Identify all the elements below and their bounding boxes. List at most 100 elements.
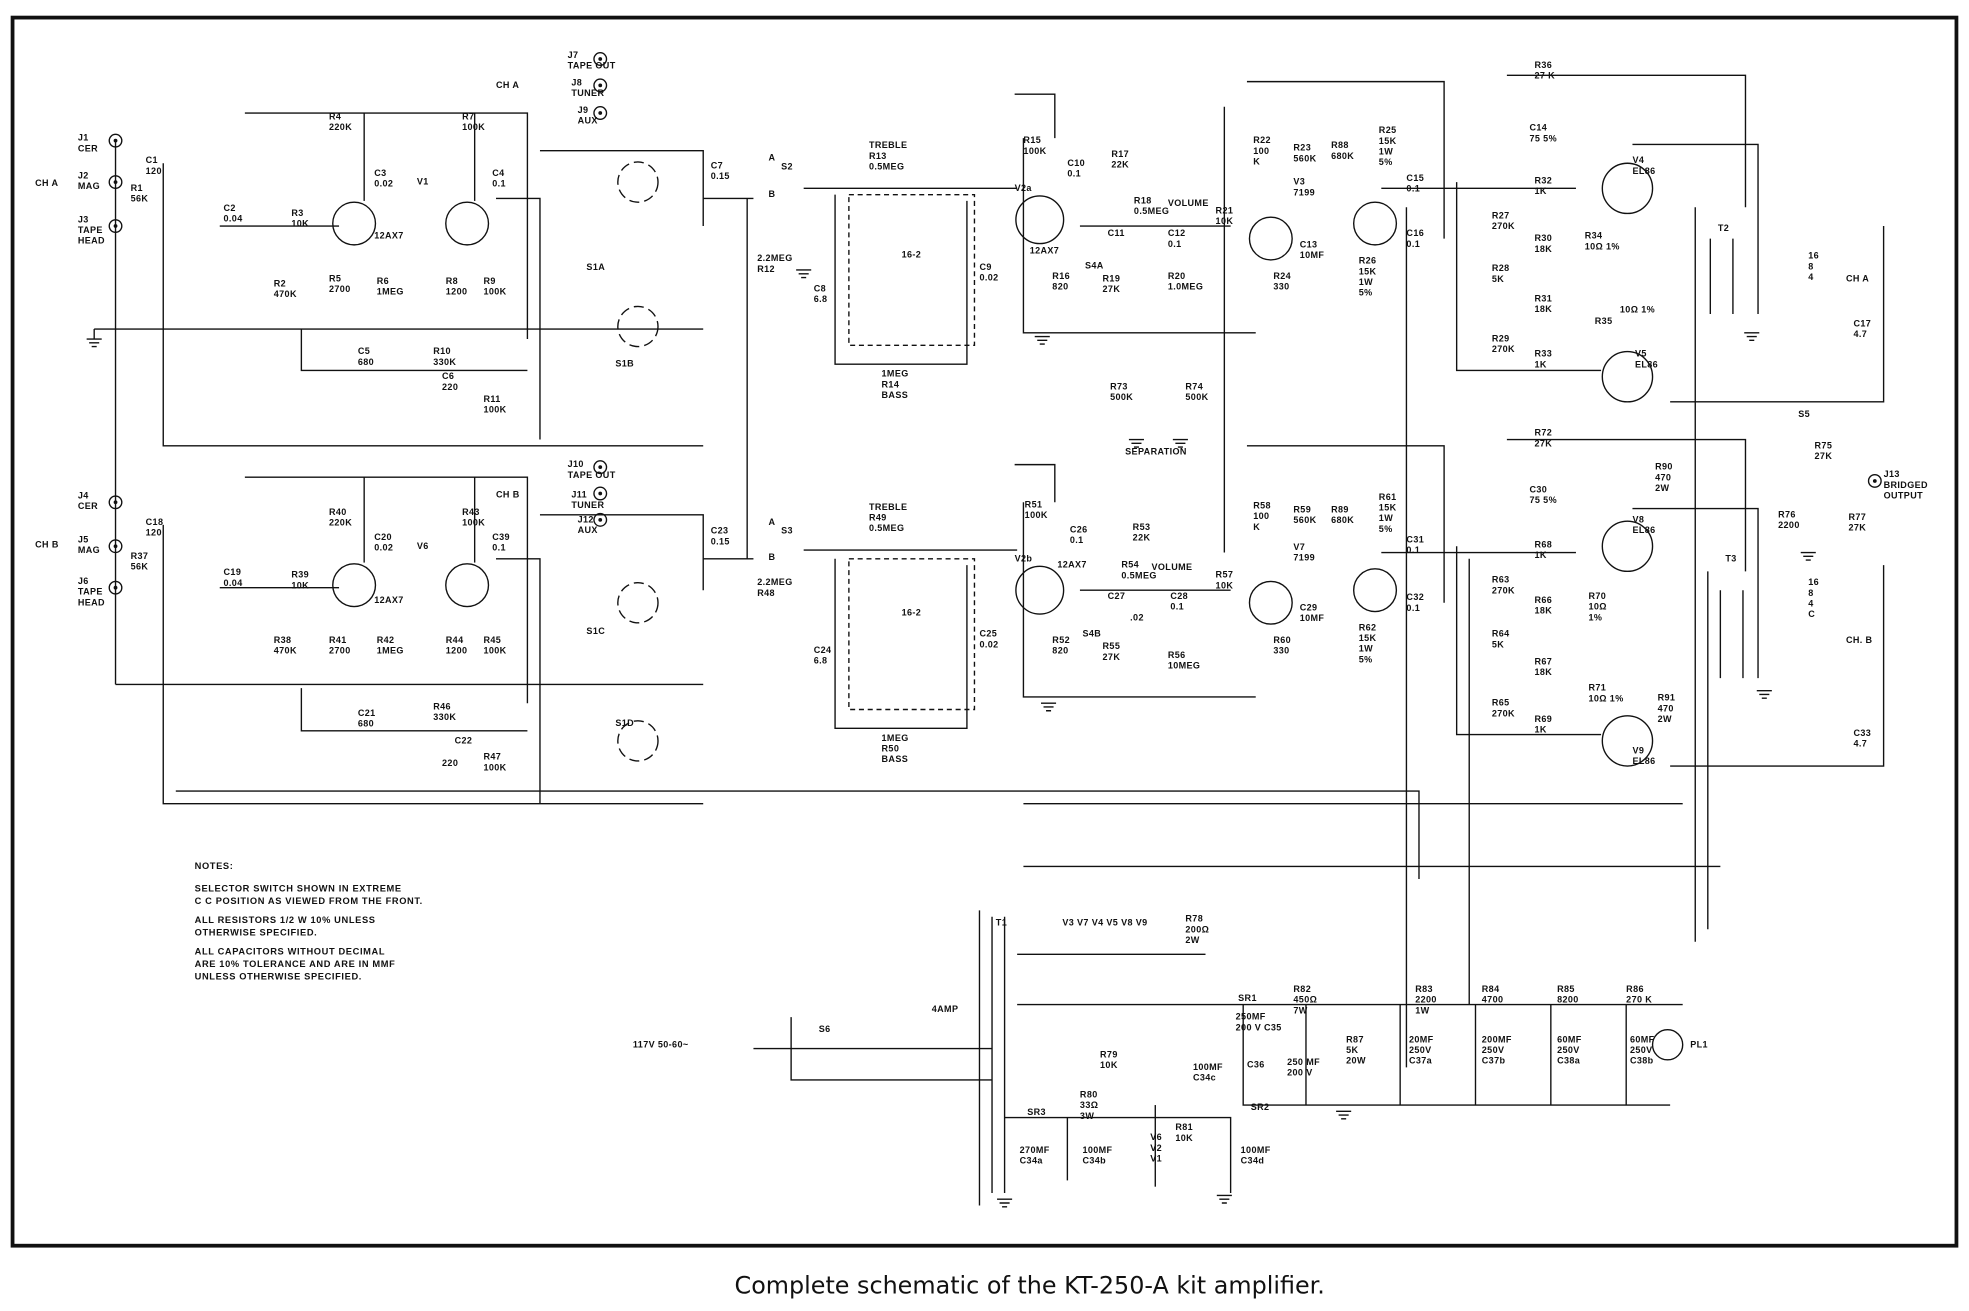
component-label-t3: T3 xyxy=(1725,553,1736,563)
transformer-icon xyxy=(1709,238,1734,314)
wire xyxy=(539,150,704,227)
vacuum-tube-icon xyxy=(1601,520,1654,573)
jack-icon xyxy=(1867,473,1882,488)
component-label-v2a: V2a xyxy=(1015,183,1033,193)
component-symbols xyxy=(86,52,1882,1208)
selector-switch-icon xyxy=(617,720,659,762)
component-label-r35: R35 xyxy=(1595,316,1613,326)
wire xyxy=(496,558,541,804)
jack-icon xyxy=(593,460,608,475)
component-label-a: A xyxy=(769,517,776,527)
note-line: ARE 10% TOLERANCE AND ARE IN MMF xyxy=(195,959,396,969)
wire xyxy=(244,476,529,704)
vacuum-tube-icon xyxy=(1352,201,1398,246)
wire xyxy=(834,194,968,365)
wire xyxy=(1632,143,1759,314)
component-label-volume: VOLUME xyxy=(1152,562,1193,572)
wire xyxy=(1632,507,1759,679)
component-label-220: 220 xyxy=(442,758,458,768)
note-line: OTHERWISE SPECIFIED. xyxy=(195,928,318,938)
wire xyxy=(790,1017,993,1081)
jack-center xyxy=(598,111,603,115)
jack-icon xyxy=(108,539,123,554)
jack-icon xyxy=(108,495,123,510)
jack-icon xyxy=(593,486,608,501)
vacuum-tube-icon xyxy=(1248,216,1293,261)
wire xyxy=(1670,226,1885,403)
jack-icon xyxy=(108,580,123,595)
pilot-lamp-icon xyxy=(1651,1029,1684,1061)
component-label-sr1: SR1 xyxy=(1238,993,1257,1003)
vacuum-tube-icon xyxy=(1601,162,1654,215)
wire xyxy=(1506,438,1747,572)
component-label-c22: C22 xyxy=(455,735,473,745)
component-label-v1: V1 xyxy=(417,177,429,187)
selector-switch-icon xyxy=(617,305,659,348)
component-label-s1d: S1D xyxy=(615,718,634,728)
jack-center xyxy=(598,517,603,522)
wire xyxy=(1455,546,1602,736)
ground-icon xyxy=(1756,689,1772,699)
jack-icon xyxy=(108,219,123,234)
wire xyxy=(1246,445,1445,603)
jack-center xyxy=(113,180,118,184)
ground-icon xyxy=(997,1198,1013,1208)
jack-center xyxy=(598,57,603,61)
note-line: ALL RESISTORS 1/2 W 10% UNLESS xyxy=(195,915,376,925)
component-label-s3: S3 xyxy=(781,526,793,536)
ground-icon xyxy=(1034,335,1050,345)
wire xyxy=(175,790,1420,880)
component-label-b: B xyxy=(769,552,776,562)
component-label-s1c: S1C xyxy=(586,626,605,636)
component-label--02: .02 xyxy=(1130,612,1144,622)
jack-center xyxy=(1872,479,1877,483)
component-label-12ax7: 12AX7 xyxy=(374,595,404,605)
wire xyxy=(1246,80,1445,239)
wire xyxy=(162,524,704,805)
